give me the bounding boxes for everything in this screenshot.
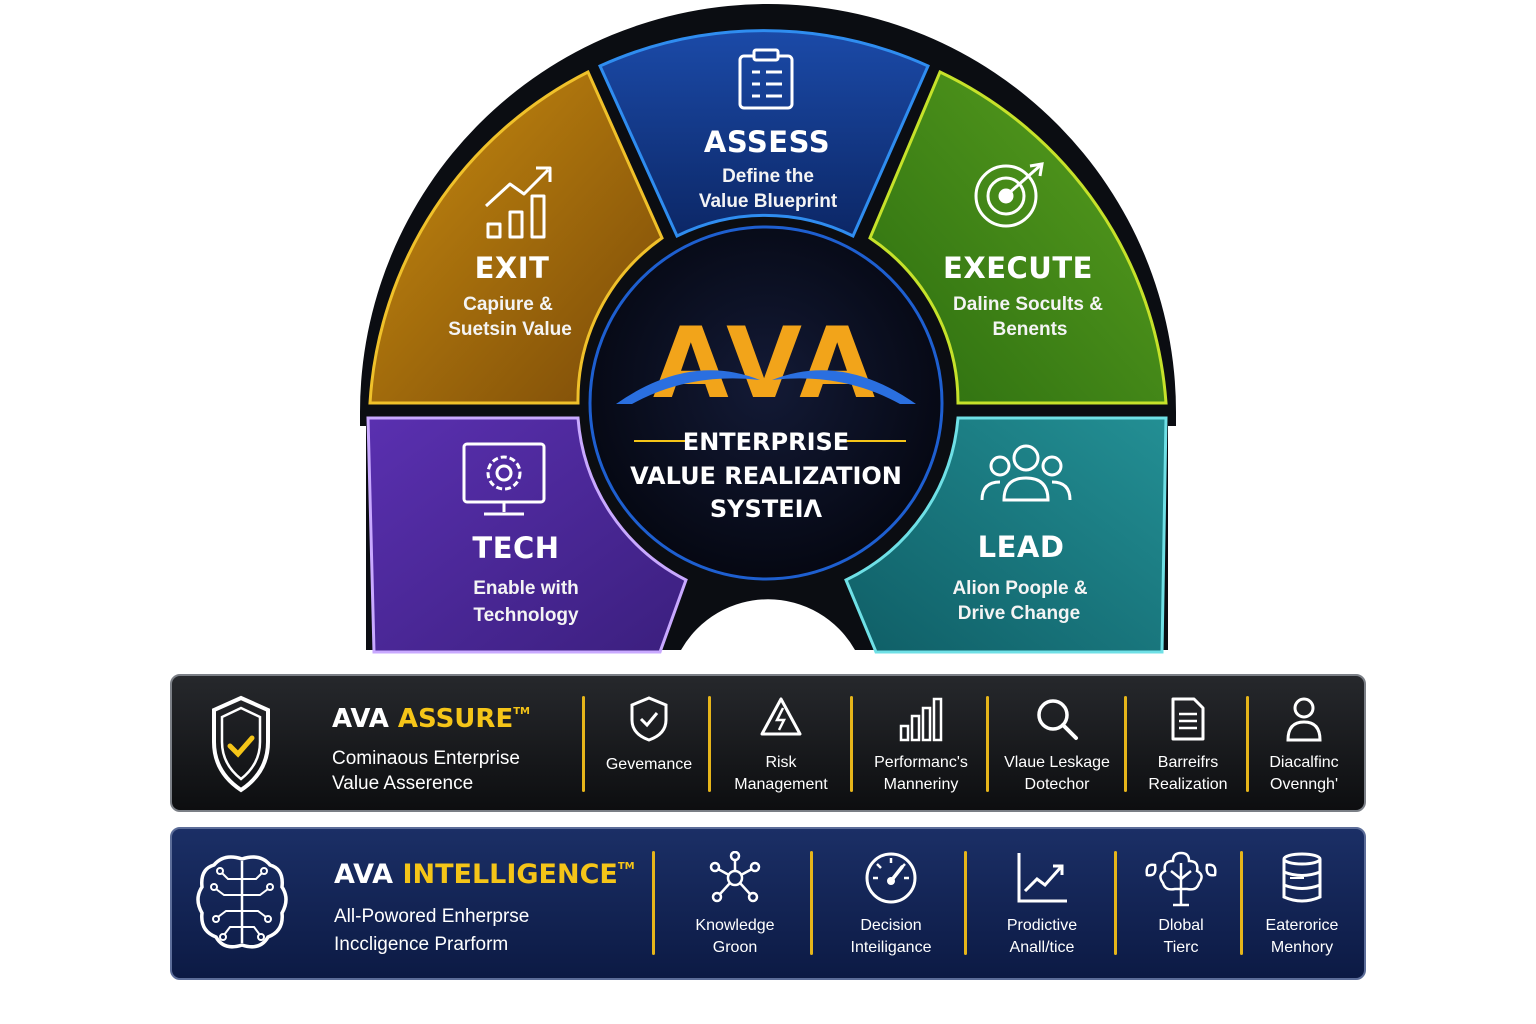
clipboard-icon: [738, 48, 794, 110]
ava-logo-swoosh: [616, 370, 760, 404]
separator: [708, 696, 711, 792]
center-line-3: SYSTEIΛ: [710, 495, 823, 523]
segment-lead-title: LEAD: [978, 530, 1065, 564]
segment-assess[interactable]: ASSESS Define the Value Blueprint: [598, 29, 930, 239]
segment-execute-line2: Benents: [993, 319, 1068, 340]
separator: [652, 851, 655, 955]
ava-assure-panel: AVA ASSURETM Cominaous Enterprise Value …: [170, 674, 1366, 812]
shield-check-icon: [630, 696, 668, 742]
brain-circuit-icon: [196, 855, 288, 949]
gauge-icon: [865, 852, 917, 904]
shield-check-large-icon: [212, 695, 270, 793]
segment-lead[interactable]: LEAD Alion Poople & Drive Change: [844, 416, 1168, 654]
intelligence-desc-line1: All-Powored Enherprse: [334, 906, 530, 927]
segment-tech-line1: Enable with: [473, 578, 579, 599]
monitor-gear-icon: [462, 442, 546, 516]
ava-logo-text: AVA: [653, 307, 879, 421]
segment-execute-line1: Daline Socults &: [953, 294, 1103, 315]
segment-exit-title: EXIT: [475, 251, 550, 285]
assure-item-label: Gevemance: [605, 756, 693, 773]
assure-title: AVA ASSURETM: [332, 704, 530, 734]
intelligence-desc-line2: Inccligence Prarform: [334, 934, 509, 955]
document-icon: [1171, 697, 1205, 741]
assure-desc-line1: Cominaous Enterprise: [332, 748, 520, 769]
network-graph-icon: [709, 851, 761, 903]
target-icon: [974, 162, 1044, 228]
separator: [582, 696, 585, 792]
intelligence-description: All-Powored Enherprse Inccligence Prarfo…: [334, 903, 529, 959]
assure-tm: TM: [513, 706, 530, 717]
segment-execute-title: EXECUTE: [943, 251, 1093, 285]
bar-chart-icon: [899, 697, 943, 742]
segment-tech-line2: Technology: [473, 605, 579, 626]
segment-tech[interactable]: TECH Enable with Technology: [366, 416, 688, 654]
magnifier-icon: [1037, 699, 1078, 740]
growth-chart-icon: [484, 166, 552, 239]
center-hub: AVA ENTERPRISE VALUE REALIZATION SYSTEIΛ: [588, 225, 944, 581]
intelligence-tm: TM: [617, 861, 635, 872]
assure-description: Cominaous Enterprise Value Asserence: [332, 746, 520, 796]
separator: [1124, 696, 1127, 792]
value-wheel-diagram: EXIT Capiure & Suetsin Value ASSESS Defi…: [360, 4, 1176, 654]
warning-icon: [760, 697, 802, 736]
intelligence-title: AVA INTELLIGENCETM: [334, 859, 635, 890]
separator: [986, 696, 989, 792]
database-icon: [1282, 852, 1322, 903]
ava-intelligence-panel: AVA INTELLIGENCETM All-Powored Enherprse…: [170, 827, 1366, 980]
people-group-icon: [980, 444, 1072, 502]
separator: [1246, 696, 1249, 792]
separator: [1114, 851, 1117, 955]
segment-tech-title: TECH: [472, 531, 559, 565]
segment-assess-line2: Value Blueprint: [699, 191, 838, 212]
center-line-2: VALUE REALIZATION: [630, 462, 902, 490]
segment-exit[interactable]: EXIT Capiure & Suetsin Value: [368, 69, 664, 405]
segment-execute[interactable]: EXECUTE Daline Socults & Benents: [868, 69, 1168, 405]
segment-assess-line1: Define the: [722, 166, 814, 187]
separator: [1240, 851, 1243, 955]
tree-network-icon: [1145, 851, 1217, 907]
assure-title-prefix: AVA: [332, 704, 389, 734]
person-icon: [1286, 697, 1322, 742]
assure-title-accent: ASSURE: [397, 704, 514, 734]
trend-line-icon: [1017, 853, 1067, 903]
separator: [964, 851, 967, 955]
intelligence-title-accent: INTELLIGENCE: [402, 859, 618, 890]
segment-lead-line1: Alion Poople &: [952, 578, 1087, 599]
separator: [850, 696, 853, 792]
segment-exit-line2: Suetsin Value: [448, 319, 572, 340]
separator: [810, 851, 813, 955]
segment-lead-line2: Drive Change: [958, 603, 1080, 624]
segment-assess-title: ASSESS: [704, 125, 830, 159]
assure-desc-line2: Value Asserence: [332, 773, 474, 794]
ava-logo-swoosh-right: [772, 370, 916, 404]
intelligence-title-prefix: AVA: [334, 859, 394, 890]
assure-item-governance[interactable]: Gevemance: [590, 676, 708, 810]
segment-exit-line1: Capiure &: [463, 294, 553, 315]
center-line-1: ENTERPRISE: [683, 428, 849, 456]
